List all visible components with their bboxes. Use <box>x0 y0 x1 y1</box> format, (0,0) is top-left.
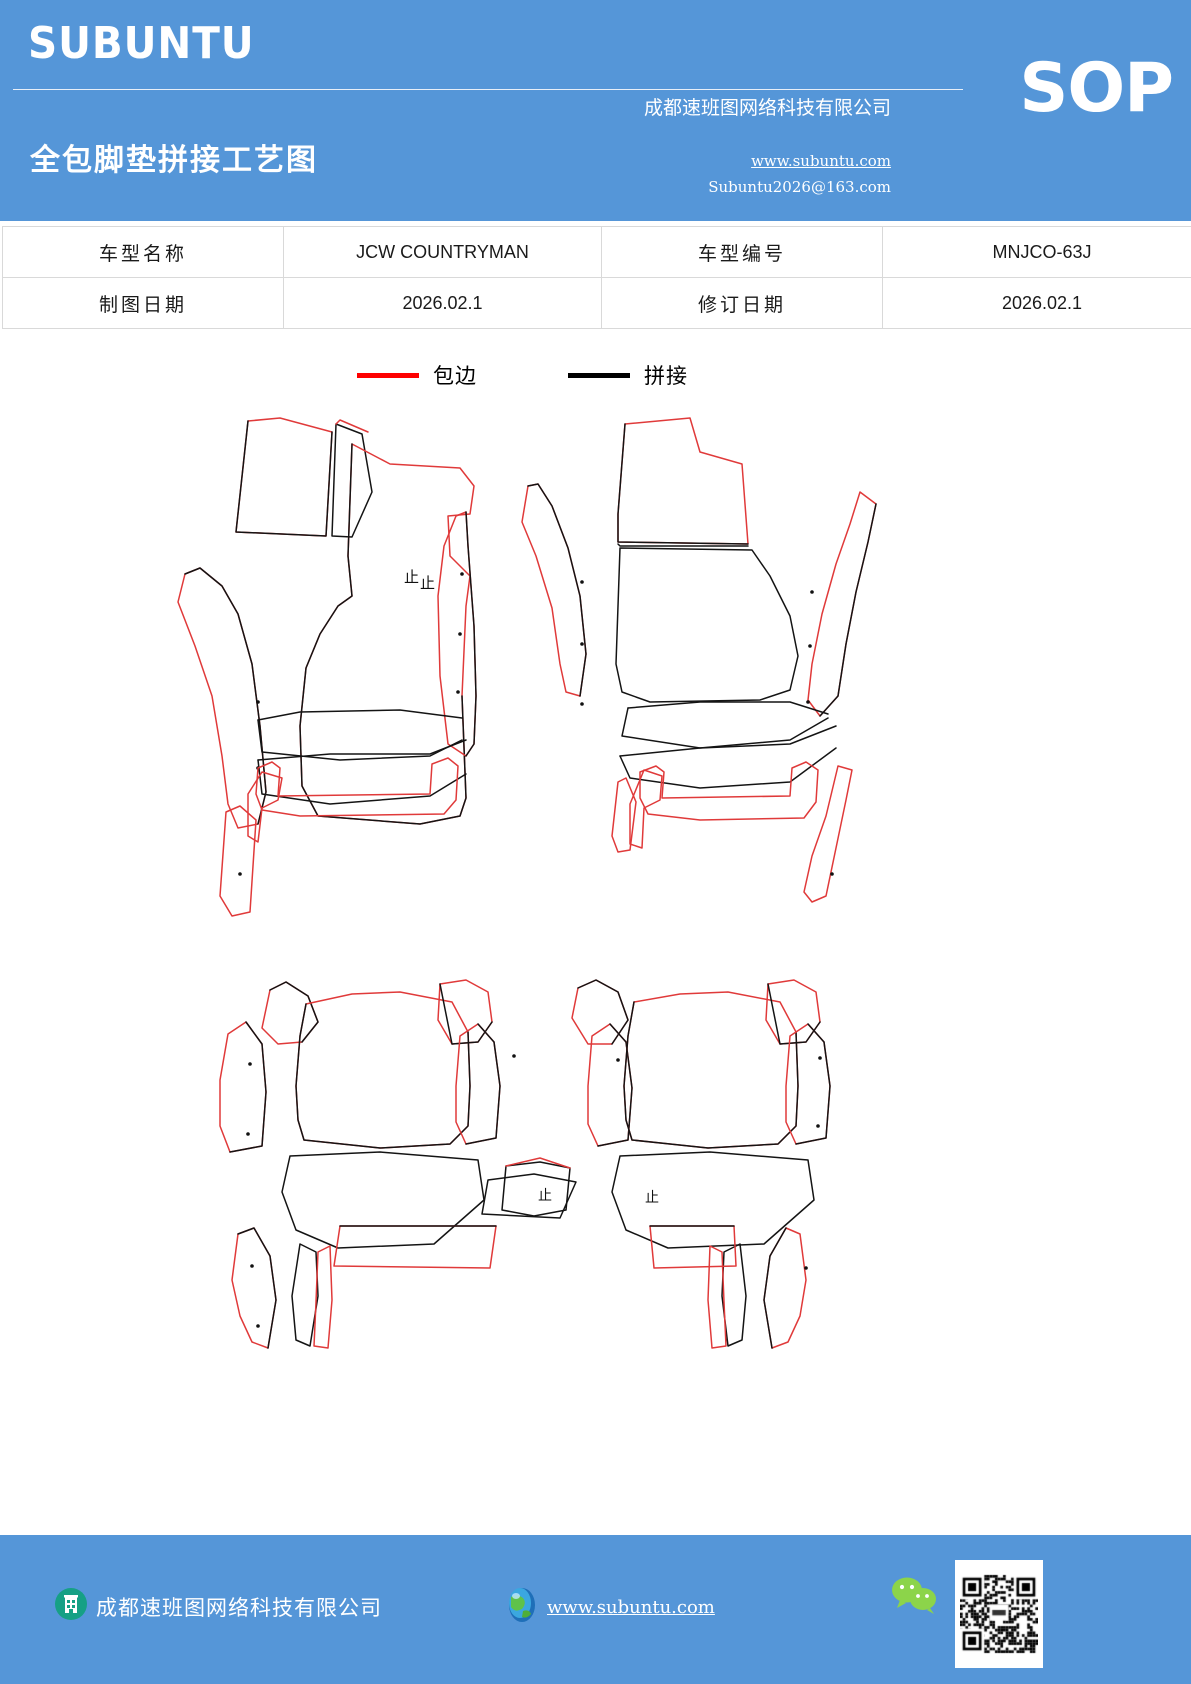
page-header: SUBUNTU 全包脚垫拼接工艺图 SOP 成都速班图网络科技有限公司 www.… <box>0 0 1191 221</box>
label-draw-date: 制图日期 <box>2 277 284 329</box>
table-row: 制图日期 2026.02.1 修订日期 2026.02.1 <box>2 277 1191 329</box>
globe-icon <box>505 1587 539 1628</box>
header-divider <box>13 89 963 90</box>
label-model-name: 车型名称 <box>2 226 284 278</box>
pattern-drawing-svg: 止 止 <box>177 417 877 1349</box>
qr-canvas <box>960 1565 1038 1663</box>
legend-label-seam: 拼接 <box>644 364 688 388</box>
brand-logo: SUBUNTU <box>28 18 255 69</box>
header-website-link[interactable]: www.subuntu.com <box>751 152 891 170</box>
qr-code <box>955 1560 1043 1668</box>
stop-mark-text: 止 <box>404 569 419 586</box>
legend-label-binding: 包边 <box>433 364 477 388</box>
legend: 包边 拼接 <box>0 360 1191 392</box>
page-footer: 成都速班图网络科技有限公司 www.subuntu.com <box>0 1535 1191 1684</box>
label-model-code: 车型编号 <box>601 226 883 278</box>
header-email: Subuntu2026@163.com <box>708 178 891 196</box>
value-draw-date: 2026.02.1 <box>283 277 602 329</box>
header-company-name: 成都速班图网络科技有限公司 <box>643 98 891 119</box>
document-title: 全包脚垫拼接工艺图 <box>30 144 318 177</box>
pattern-group-front-right <box>521 417 877 903</box>
legend-swatch-black-icon <box>568 372 630 378</box>
legend-swatch-red-icon <box>357 372 419 378</box>
building-icon <box>54 1587 88 1626</box>
footer-website-text[interactable]: www.subuntu.com <box>547 1597 715 1618</box>
wechat-icon <box>890 1575 942 1620</box>
sop-badge: SOP <box>1019 49 1174 128</box>
footer-website[interactable]: www.subuntu.com <box>505 1587 715 1628</box>
stop-mark-text: 止 <box>538 1187 552 1203</box>
legend-item-binding: 包边 <box>357 360 477 390</box>
value-model-code: MNJCO-63J <box>882 226 1191 278</box>
footer-company-text: 成都速班图网络科技有限公司 <box>96 1595 382 1620</box>
value-model-name: JCW COUNTRYMAN <box>283 226 602 278</box>
legend-item-seam: 拼接 <box>568 360 688 390</box>
vehicle-info-table: 车型名称 JCW COUNTRYMAN 车型编号 MNJCO-63J 制图日期 … <box>2 226 1191 329</box>
stop-mark-text: 止 <box>420 575 435 592</box>
pattern-group-rear-right: 止 <box>571 979 831 1349</box>
pattern-group-front-left: 止 止 <box>177 417 477 917</box>
label-revise-date: 修订日期 <box>601 277 883 329</box>
value-revise-date: 2026.02.1 <box>882 277 1191 329</box>
table-row: 车型名称 JCW COUNTRYMAN 车型编号 MNJCO-63J <box>2 226 1191 278</box>
stop-mark-text: 止 <box>645 1189 659 1205</box>
footer-company: 成都速班图网络科技有限公司 <box>54 1587 382 1626</box>
pattern-drawing: 止 止 <box>0 396 1191 1396</box>
pattern-group-rear-left: 止 <box>219 979 577 1349</box>
